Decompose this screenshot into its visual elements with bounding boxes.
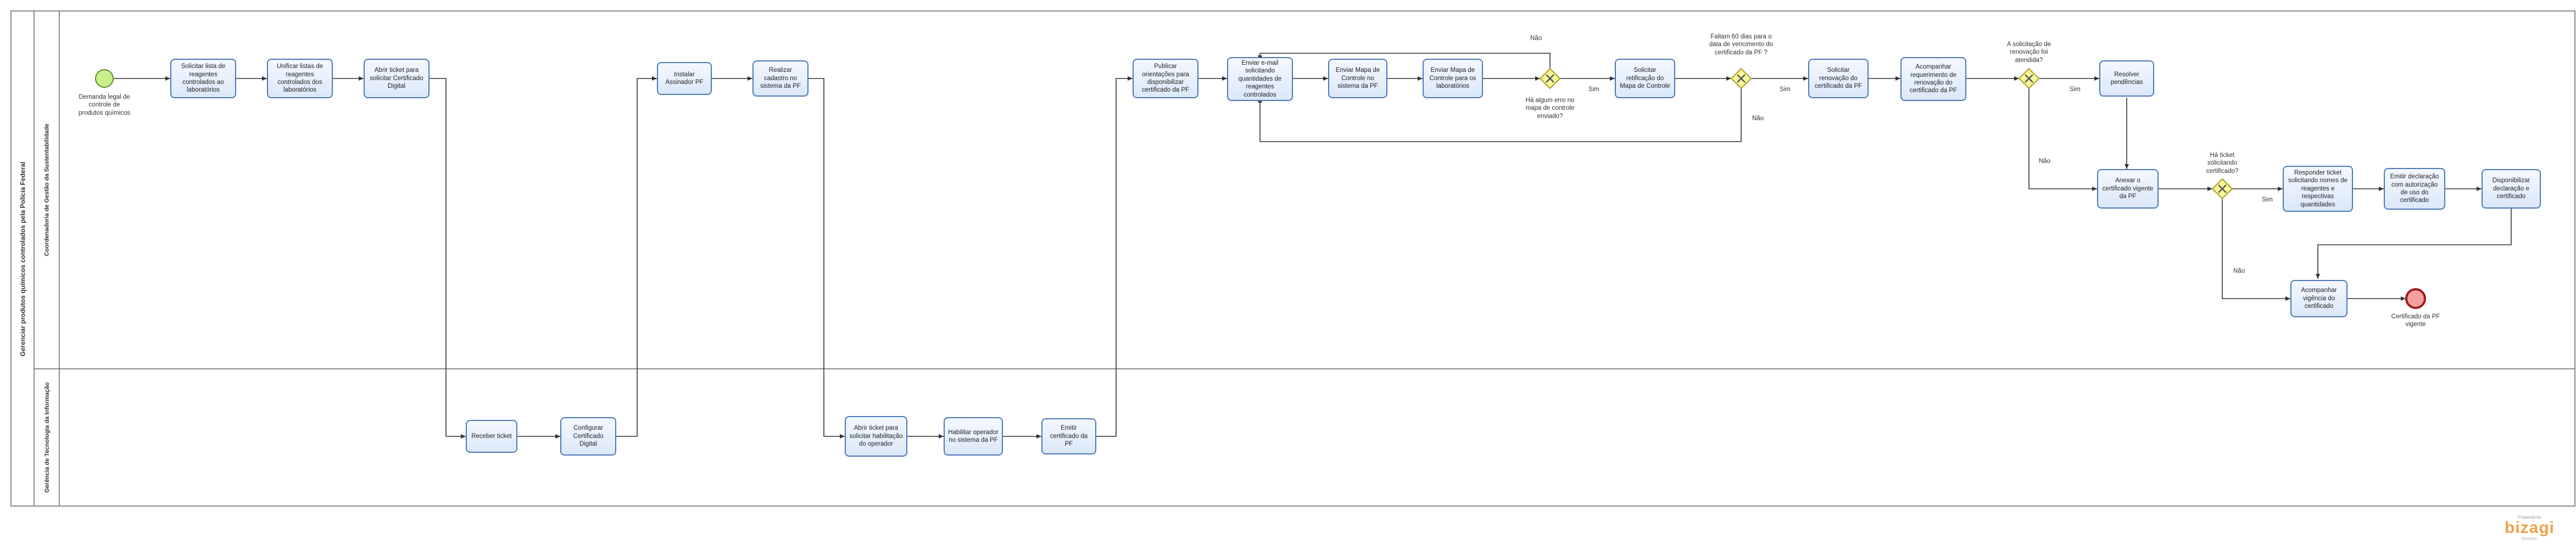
start-event-label: Demanda legal de controle de produtos qu… xyxy=(79,94,130,116)
flow-label-g4-sim: Sim xyxy=(2262,196,2273,203)
task-solicitar-retificacao[interactable]: Solicitar retificação do Mapa de Control… xyxy=(1615,59,1675,98)
task-abrir-ticket-operador[interactable]: Abrir ticket para solicitar habilitação … xyxy=(845,416,907,457)
gateway-g3-label: A solicitação de renovação foi atendida? xyxy=(2007,41,2051,64)
lane-label-sustentabilidade: Coordenadoria de Gestão da Sustentabilid… xyxy=(44,123,51,256)
task-enviar-email[interactable]: Enviar e-mail solicitando quantidades de… xyxy=(1227,57,1293,101)
task-emitir-declaracao[interactable]: Emitir declaração com autorização de uso… xyxy=(2384,168,2445,210)
flow-g1-no xyxy=(1258,53,1551,69)
task-responder-ticket[interactable]: Responder ticket solicitando nomes de re… xyxy=(2283,166,2353,212)
gateway-g3[interactable] xyxy=(2018,68,2040,89)
pool-label: Gerenciar produtos químicos controlados … xyxy=(19,161,27,357)
flow-t7-t8 xyxy=(809,78,845,439)
gateway-g1-label: Há algum erro no mapa de controle enviad… xyxy=(1525,97,1575,120)
task-enviar-mapa-sistema[interactable]: Enviar Mapa de Controle no sistema da PF xyxy=(1328,59,1387,98)
flow-label-g2-sim: Sim xyxy=(1780,86,1791,93)
task-publicar-orientacoes[interactable]: Publicar orientações para disponibilizar… xyxy=(1133,59,1198,98)
task-disponibilizar-declaracao[interactable]: Disponibilizar declaração e certificado xyxy=(2482,169,2541,209)
task-abrir-ticket-certificado[interactable]: Abrir ticket para solicitar Certificado … xyxy=(364,59,430,98)
flow-label-g2-nao: Não xyxy=(1752,115,1764,122)
task-resolver-pendencias[interactable]: Resolver pendências xyxy=(2099,60,2154,97)
task-acompanhar-requerimento[interactable]: Acompanhar requerimento de renovação do … xyxy=(1900,57,1966,101)
flow-g2-no xyxy=(1258,88,1742,142)
flow-t10-t11 xyxy=(1096,76,1133,437)
task-receber-ticket[interactable]: Receber ticket xyxy=(466,420,517,453)
bizagi-logo: Powered by bizagi Modeler xyxy=(2505,515,2555,541)
end-event[interactable] xyxy=(2405,288,2426,309)
flow-label-g1-nao: Não xyxy=(1530,35,1542,42)
flow-g4-no xyxy=(2222,199,2290,301)
task-unificar-listas[interactable]: Unificar listas de reagentes controlados… xyxy=(267,59,333,98)
start-event[interactable] xyxy=(95,69,114,88)
flow-label-g1-sim: Sim xyxy=(1588,86,1599,93)
flow-t5-t6 xyxy=(616,76,657,437)
end-event-label: Certificado da PF vigente xyxy=(2391,313,2440,328)
gateway-g4-label: Há ticket solicitando certificado? xyxy=(2206,152,2239,175)
task-habilitar-operador[interactable]: Habilitar operador no sistema da PF xyxy=(944,417,1003,456)
task-enviar-mapa-laboratorios[interactable]: Enviar Mapa de Controle para os laborató… xyxy=(1423,59,1483,98)
gateway-g1[interactable] xyxy=(1539,68,1561,89)
task-emitir-certificado[interactable]: Emitir certificado da PF xyxy=(1041,418,1096,454)
flow-label-g3-sim: Sim xyxy=(2070,86,2081,93)
gateway-g2-label: Faltam 60 dias para o data de vencimento… xyxy=(1709,33,1774,56)
lane-label-ti: Gerência de Tecnologia da Informação xyxy=(44,382,51,493)
flow-t22-t23 xyxy=(2316,209,2512,279)
flow-g3-no xyxy=(2028,88,2097,191)
flow-label-g4-nao: Não xyxy=(2233,268,2245,274)
sequence-flows xyxy=(113,53,2512,439)
task-realizar-cadastro[interactable]: Realizar cadastro no sistema da PF xyxy=(752,60,809,97)
gateway-g4[interactable] xyxy=(2211,178,2233,200)
flow-t3-t4 xyxy=(430,78,466,439)
pool-border xyxy=(10,10,2575,507)
task-solicitar-lista[interactable]: Solicitar lista de reagentes controlados… xyxy=(170,59,236,98)
gateway-g2[interactable] xyxy=(1730,68,1752,89)
task-anexar-certificado[interactable]: Anexar o certificado vigente da PF xyxy=(2097,169,2159,209)
task-configurar-certificado[interactable]: Configurar Certificado Digital xyxy=(560,417,616,456)
task-solicitar-renovacao[interactable]: Solicitar renovação do certificado da PF xyxy=(1808,59,1869,98)
task-instalar-assinador[interactable]: Instalar Assinador PF xyxy=(657,62,712,95)
task-acompanhar-vigencia[interactable]: Acompanhar vigência do certificado xyxy=(2290,280,2348,317)
flow-label-g3-nao: Não xyxy=(2039,158,2051,165)
